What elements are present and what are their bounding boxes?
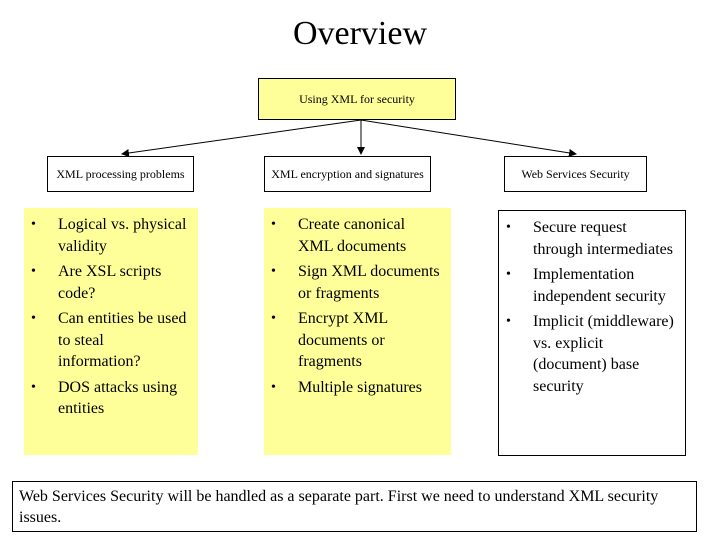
list-item: •Implicit (middleware) vs. explicit (doc… [506,313,674,395]
footer-text: Web Services Security will be handled as… [19,488,659,526]
list-item: •Logical vs. physical validity [31,216,187,255]
panel-xml-encryption-signatures: •Create canonical XML documents •Sign XM… [264,208,451,455]
root-node-label: Using XML for security [299,91,415,106]
bullet-icon: • [506,267,511,282]
list-item: •Encrypt XML documents or fragments [271,310,388,370]
category-node-xml-processing: XML processing problems [47,156,194,192]
bullet-icon: • [271,264,276,279]
root-node: Using XML for security [258,78,456,120]
category-node-web-services: Web Services Security [504,156,647,192]
category-label: Web Services Security [521,166,630,181]
bullet-list: •Secure request through intermediates •I… [499,217,677,397]
panel-xml-processing-problems: •Logical vs. physical validity •Are XSL … [24,208,198,455]
page-title: Overview [292,15,428,52]
list-item: •Can entities be used to steal informati… [31,310,187,370]
bullet-icon: • [271,311,276,326]
bullet-icon: • [271,217,276,232]
bullet-icon: • [31,217,36,232]
list-item: •Create canonical XML documents [271,216,407,255]
bullet-list: •Logical vs. physical validity •Are XSL … [24,214,190,420]
list-item: •Are XSL scripts code? [31,263,162,302]
panel-web-services-security: •Secure request through intermediates •I… [498,210,686,456]
bullet-icon: • [506,314,511,329]
bullet-icon: • [271,379,276,395]
list-item: •Implementation independent security [506,266,666,305]
list-item: •DOS attacks using entities [31,378,178,418]
connector-to-cat-0 [121,119,362,157]
category-label: XML encryption and signatures [271,166,424,181]
connector-to-cat-2 [360,119,577,157]
bullet-icon: • [31,264,36,279]
bullet-icon: • [31,311,36,326]
bullet-icon: • [31,379,36,395]
footer-note: Web Services Security will be handled as… [12,481,697,532]
list-item: •Secure request through intermediates [506,219,673,258]
bullet-icon: • [506,220,511,235]
bullet-list: •Create canonical XML documents •Sign XM… [264,214,443,398]
list-item: •Multiple signatures [264,377,443,399]
category-node-xml-encryption: XML encryption and signatures [264,156,431,192]
category-label: XML processing problems [56,166,185,181]
list-item: •Sign XML documents or fragments [271,263,440,302]
